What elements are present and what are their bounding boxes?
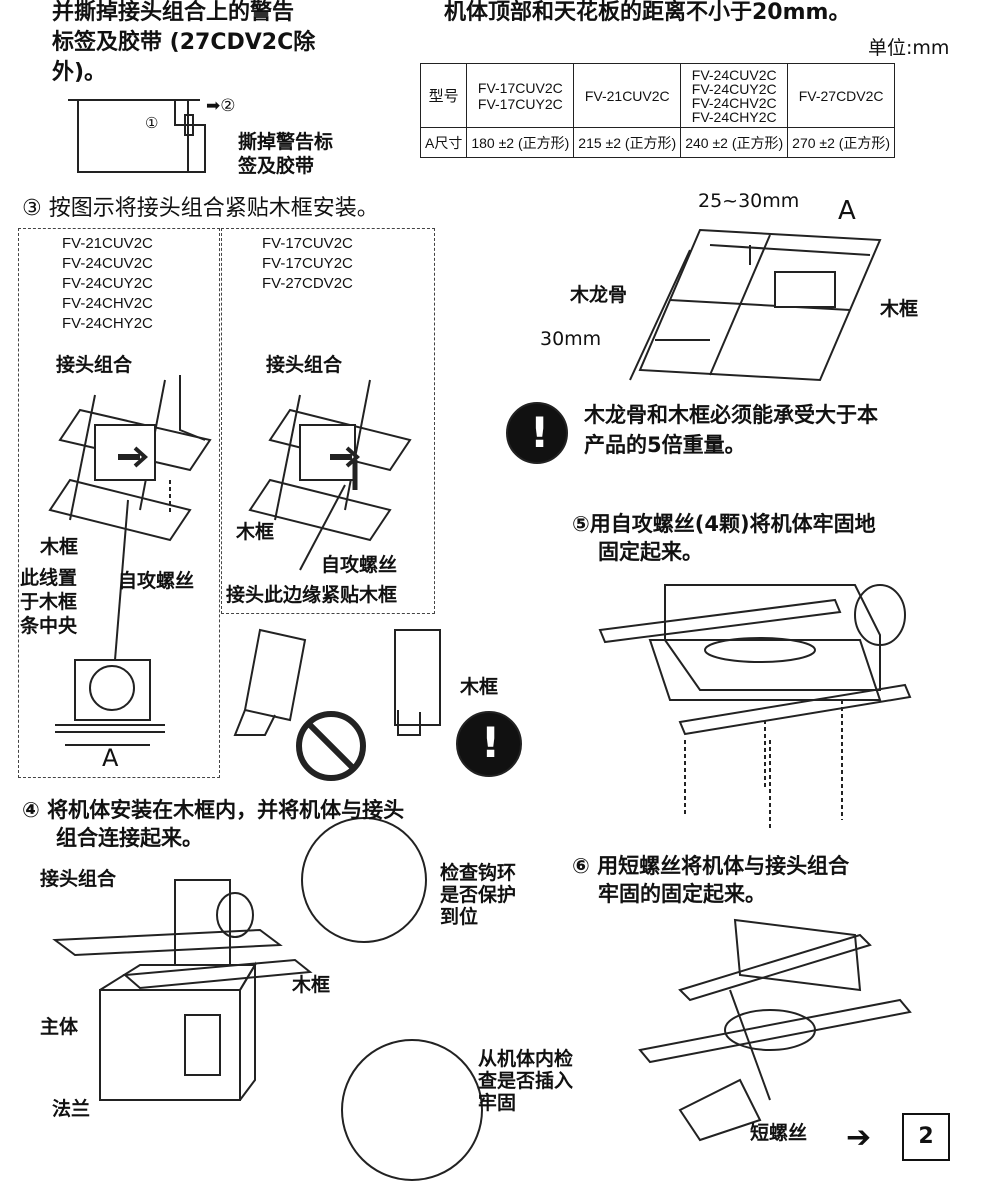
- page-number: 2: [902, 1113, 950, 1161]
- intro-line-3: 外)。: [52, 60, 107, 85]
- frame-label-left: 木框: [40, 536, 79, 558]
- insert-check-note: 从机体内检 查是否插入 牢固: [478, 1048, 574, 1114]
- line-note: 此线置 于木框 条中央: [20, 567, 78, 637]
- arrow-2-marker: ➡②: [206, 96, 236, 115]
- step5-text: ⑤用自攻螺丝(4颗)将机体牢固地 固定起来。: [572, 512, 876, 564]
- table-row-label: A尺寸: [419, 127, 468, 158]
- step3-panel-left: [18, 228, 220, 778]
- frame-label-grid: 木框: [880, 298, 919, 320]
- screw-label-left: 自攻螺丝: [118, 570, 195, 592]
- clearance-note: 机体顶部和天花板的距离不小于20mm。: [444, 0, 851, 25]
- table-col-4-models: FV-27CDV2C: [787, 63, 896, 128]
- table-col-1-value: 180 ±2 (正方形): [466, 127, 575, 158]
- step4-body-label: 主体: [40, 1016, 79, 1038]
- step4-text: ④ 将机体安装在木框内，并将机体与接头 组合连接起来。: [22, 798, 405, 850]
- intro-line-1: 并撕掉接头组合上的警告: [52, 0, 295, 25]
- dim-side-label: 30mm: [540, 328, 602, 350]
- step4-joint-label: 接头组合: [40, 868, 117, 890]
- frame-check-label: 木框: [460, 676, 499, 698]
- warning-icon: !: [530, 408, 550, 457]
- table-col-1-models: FV-17CUV2C FV-17CUY2C: [466, 63, 575, 128]
- step4-flange-label: 法兰: [52, 1098, 91, 1120]
- intro-text: 并撕掉接头组合上的警告 标签及胶带 (27CDV2C除 外)。: [52, 0, 315, 88]
- table-col-2-value: 215 ±2 (正方形): [573, 127, 682, 158]
- joint-label-left: 接头组合: [56, 354, 133, 376]
- warning-text: 木龙骨和木框必须能承受大于本 产品的5倍重量。: [584, 403, 878, 457]
- circle-1-marker: ①: [145, 115, 159, 132]
- warning-icon-2: !: [481, 718, 501, 767]
- frame-label-right: 木框: [236, 521, 275, 543]
- step3-title: ③ 按图示将接头组合紧贴木框安装。: [22, 196, 379, 221]
- step6-text: ⑥ 用短螺丝将机体与接头组合 牢固的固定起来。: [572, 854, 850, 906]
- table-col-4-value: 270 ±2 (正方形): [787, 127, 896, 158]
- table-header-label: 型号: [419, 63, 468, 128]
- step4-frame-label: 木框: [292, 974, 331, 996]
- dim-a-right: A: [838, 196, 856, 226]
- hook-check-note: 检查钩环 是否保护 到位: [440, 862, 517, 928]
- step3-left-models: FV-21CUV2C FV-24CUV2C FV-24CUY2C FV-24CH…: [62, 235, 153, 332]
- table-col-3-value: 240 ±2 (正方形): [680, 127, 789, 158]
- table-col-2-models: FV-21CUV2C: [573, 63, 682, 128]
- size-table: 型号 FV-17CUV2C FV-17CUY2C FV-21CUV2C FV-2…: [419, 63, 896, 158]
- dim-top-label: 25~30mm: [698, 190, 800, 212]
- remove-caption: 撕掉警告标 签及胶带: [238, 131, 334, 177]
- table-col-3-models: FV-24CUV2C FV-24CUY2C FV-24CHV2C FV-24CH…: [680, 63, 789, 128]
- intro-line-2: 标签及胶带 (27CDV2C除: [52, 30, 316, 55]
- screw-label-right: 自攻螺丝: [321, 554, 398, 576]
- dim-a-left: A: [102, 744, 119, 772]
- edge-note: 接头此边缘紧贴木框: [226, 584, 398, 606]
- short-screw-label: 短螺丝: [750, 1122, 808, 1144]
- step3-right-models: FV-17CUV2C FV-17CUY2C FV-27CDV2C: [262, 235, 353, 292]
- unit-label: 单位:mm: [868, 37, 950, 59]
- joint-label-right: 接头组合: [266, 354, 343, 376]
- joist-label: 木龙骨: [570, 284, 628, 306]
- next-arrow-icon: ➔: [846, 1120, 872, 1155]
- step3-panel-right: [221, 228, 435, 614]
